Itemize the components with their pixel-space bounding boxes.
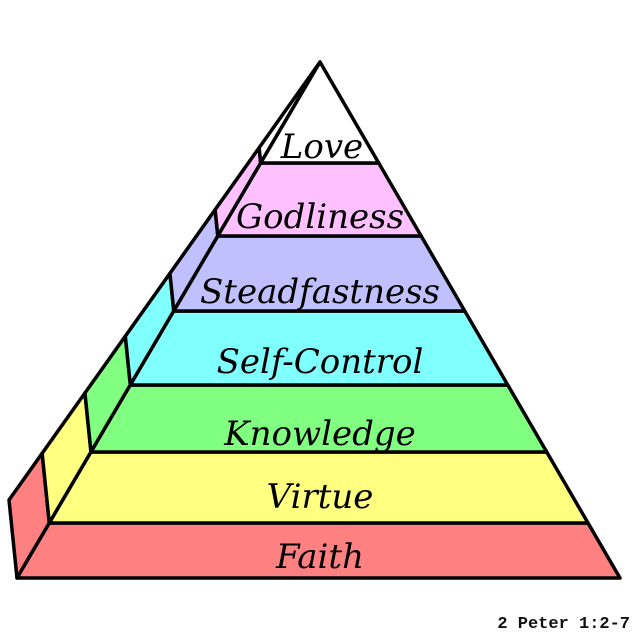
- scripture-reference: 2 Peter 1:2-7: [497, 615, 630, 634]
- layer-label-godliness: Godliness: [236, 197, 404, 237]
- layer-label-faith: Faith: [275, 537, 364, 577]
- layer-label-love: Love: [280, 127, 363, 167]
- layer-label-self-control: Self-Control: [217, 342, 424, 382]
- layer-label-knowledge: Knowledge: [223, 414, 416, 454]
- layer-label-virtue: Virtue: [267, 477, 374, 517]
- layer-label-steadfastness: Steadfastness: [200, 272, 440, 312]
- front-face-love: [258, 60, 381, 165]
